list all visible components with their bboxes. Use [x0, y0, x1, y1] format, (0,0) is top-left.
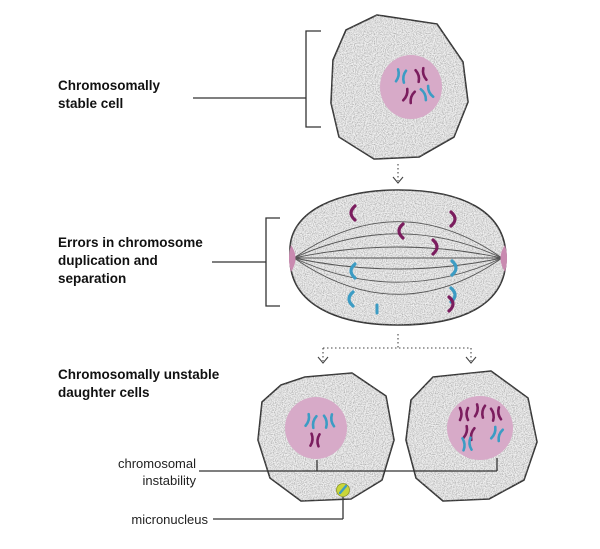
stable-cell-bracket — [193, 30, 321, 128]
chromatid-blue — [349, 262, 357, 280]
dividing-cell-chromosomes — [347, 204, 458, 315]
label-errors-line-3: separation — [58, 271, 127, 286]
spindle-fiber — [293, 221, 503, 259]
chromatid-purple — [397, 222, 405, 240]
stable-cell-chromosomes — [394, 66, 435, 105]
stable-cell-nucleus — [380, 55, 442, 119]
label-micronucleus-text: micronucleus — [131, 512, 208, 527]
arrow-down-1 — [392, 164, 404, 184]
label-unstable: Chromosomally unstable daughter cells — [58, 366, 219, 402]
label-instability-line-1: chromosomal — [117, 456, 196, 471]
label-stable-cell: Chromosomally stable cell — [58, 77, 160, 113]
chromosome-blue — [304, 412, 318, 430]
spindle-pole-left — [289, 245, 296, 272]
spindle-pole-right — [500, 245, 507, 272]
arrow-split — [317, 334, 477, 364]
spindle-fiber — [293, 257, 503, 270]
label-unstable-line-1: Chromosomally unstable — [58, 367, 220, 382]
chromosome-purple — [401, 87, 417, 105]
daughter-cell-right — [405, 370, 538, 502]
label-instability: chromosomal instability — [96, 455, 196, 489]
label-errors: Errors in chromosome duplication and sep… — [58, 234, 203, 288]
label-stable-cell-line-1: Chromosomally — [58, 78, 161, 93]
chromatid-blue — [450, 259, 458, 277]
chromatid-blue — [347, 290, 355, 308]
chromosome-blue — [489, 425, 505, 443]
daughter-cell-left-nucleus — [285, 397, 347, 459]
chromatid-purple — [449, 210, 457, 228]
chromosome-purple — [458, 406, 470, 422]
label-errors-line-1: Errors in chromosome — [58, 235, 203, 250]
chromosome-purple — [489, 406, 503, 422]
daughter-cell-right-chromosomes — [458, 403, 505, 452]
daughter-cell-left-chromosomes — [304, 412, 336, 448]
chromosome-purple — [309, 432, 321, 448]
chromosome-blue — [322, 413, 336, 429]
daughter-cell-left — [257, 372, 395, 502]
chromosome-blue — [419, 84, 435, 102]
spindle-fiber — [293, 257, 503, 283]
spindle-fiber — [293, 246, 503, 259]
chromatid-purple — [349, 204, 357, 222]
chromosome-purple — [414, 66, 428, 84]
chromatid-purple — [447, 295, 455, 313]
chromosome-blue — [461, 436, 473, 452]
label-unstable-line-2: daughter cells — [58, 385, 150, 400]
micronucleus-chromosome — [338, 484, 348, 495]
chromosome-purple — [473, 403, 487, 419]
label-stable-cell-line-2: stable cell — [58, 96, 124, 111]
stable-cell — [330, 14, 469, 160]
label-errors-line-2: duplication and — [58, 253, 158, 268]
label-instability-line-2: instability — [142, 473, 196, 488]
dividing-cell — [289, 189, 507, 326]
micronucleus-leader — [213, 497, 344, 520]
daughter-cell-right-nucleus — [447, 396, 513, 460]
chromatid-purple — [431, 238, 439, 256]
label-micronucleus: micronucleus — [96, 511, 208, 528]
errors-bracket — [212, 217, 280, 307]
chromosome-blue — [394, 68, 408, 84]
instability-leader — [199, 458, 498, 472]
spindle-fiber — [293, 257, 503, 295]
